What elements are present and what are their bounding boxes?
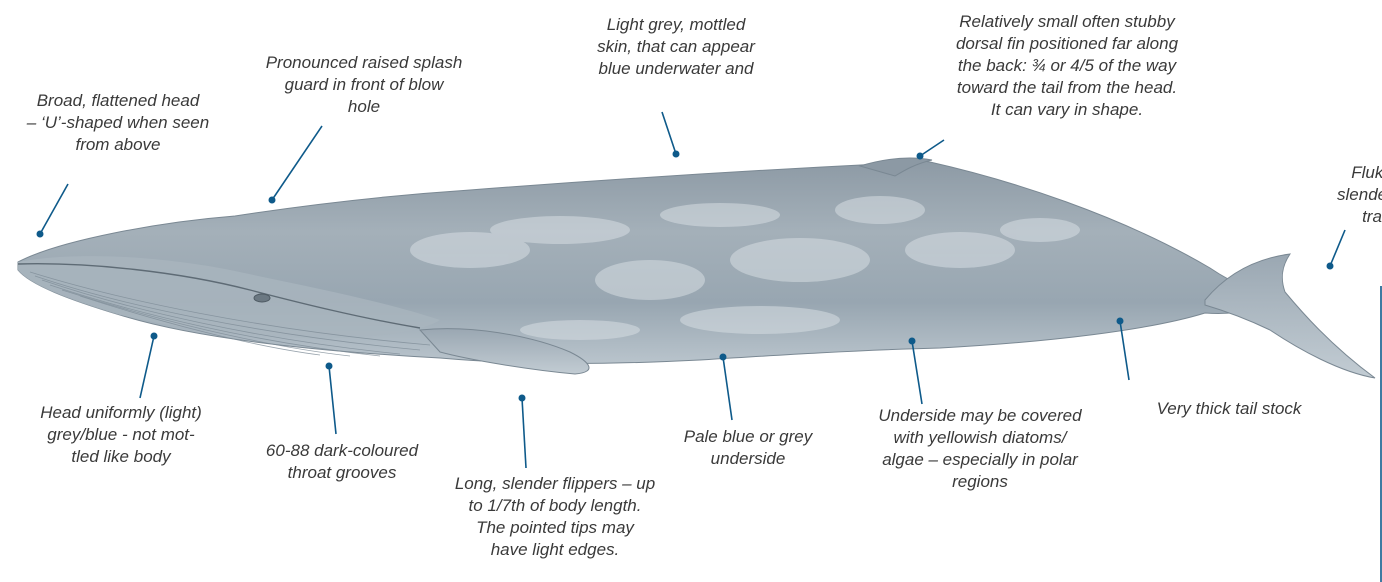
annotation-line: tra (1202, 206, 1382, 228)
annotation-line: Fluke (1202, 162, 1382, 184)
annotation-skin: Light grey, mottledskin, that can appear… (506, 14, 846, 80)
annotation-line: Relatively small often stubby (897, 11, 1237, 33)
annotation-line: Light grey, mottled (506, 14, 846, 36)
annotation-line: from above (0, 134, 288, 156)
annotation-line: dorsal fin positioned far along (897, 33, 1237, 55)
annotation-line: Head uniformly (light) (0, 402, 291, 424)
annotation-line: hole (194, 96, 534, 118)
annotation-line: algae – especially in polar (810, 449, 1150, 471)
annotation-line: 60-88 dark-coloured (172, 440, 512, 462)
annotation-flippers: Long, slender flippers – upto 1/7th of b… (385, 473, 725, 561)
annotation-line: toward the tail from the head. (897, 77, 1237, 99)
annotation-line: the back: ¾ or 4/5 of the way (897, 55, 1237, 77)
annotation-line: Long, slender flippers – up (385, 473, 725, 495)
annotation-line: skin, that can appear (506, 36, 846, 58)
annotation-line: It can vary in shape. (897, 99, 1237, 121)
annotation-line: The pointed tips may (385, 517, 725, 539)
annotation-line: blue underwater and (506, 58, 846, 80)
annotation-line: regions (810, 471, 1150, 493)
annotation-splash-guard: Pronounced raised splashguard in front o… (194, 52, 534, 118)
annotation-line: slender a (1202, 184, 1382, 206)
annotation-line: guard in front of blow (194, 74, 534, 96)
annotation-line: to 1/7th of body length. (385, 495, 725, 517)
annotation-tail-stock: Very thick tail stock (1059, 398, 1382, 420)
annotation-dorsal-fin: Relatively small often stubbydorsal fin … (897, 11, 1237, 121)
annotation-line: have light edges. (385, 539, 725, 561)
annotation-flukes: Flukeslender atra (1202, 162, 1382, 228)
annotation-line: with yellowish diatoms/ (810, 427, 1150, 449)
annotation-line: Very thick tail stock (1059, 398, 1382, 420)
annotation-line: Pronounced raised splash (194, 52, 534, 74)
